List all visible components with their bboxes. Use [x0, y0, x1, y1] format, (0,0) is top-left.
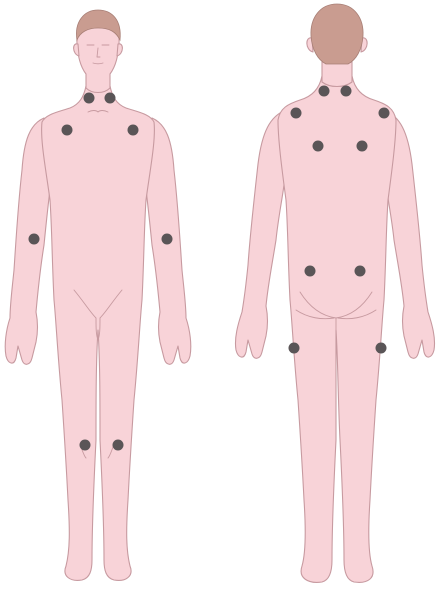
back-point-gluteal-right: [355, 266, 366, 277]
front-ear-right: [117, 44, 122, 56]
back-point-trapezius-right: [379, 108, 390, 119]
back-point-supraspinatus-left: [313, 141, 324, 152]
back-point-supraspinatus-right: [357, 141, 368, 152]
back-point-occiput-right: [341, 86, 352, 97]
back-point-hip-right: [376, 343, 387, 354]
front-torso-legs: [42, 86, 155, 580]
back-point-hip-left: [289, 343, 300, 354]
front-point-knee-right: [113, 440, 124, 451]
back-torso-legs: [278, 76, 396, 582]
front-ear-left: [74, 44, 79, 56]
front-point-chest-right: [128, 125, 139, 136]
front-view-figure: [5, 10, 191, 580]
front-point-elbow-left: [29, 234, 40, 245]
front-point-neck-right: [105, 93, 116, 104]
front-point-chest-left: [62, 125, 73, 136]
back-point-occiput-left: [319, 86, 330, 97]
front-point-elbow-right: [162, 234, 173, 245]
back-hair: [311, 4, 363, 64]
back-point-gluteal-left: [305, 266, 316, 277]
front-point-neck-left: [84, 93, 95, 104]
front-point-knee-left: [80, 440, 91, 451]
back-left-arm: [235, 110, 286, 358]
back-point-trapezius-left: [291, 108, 302, 119]
back-view-figure: [235, 4, 434, 582]
